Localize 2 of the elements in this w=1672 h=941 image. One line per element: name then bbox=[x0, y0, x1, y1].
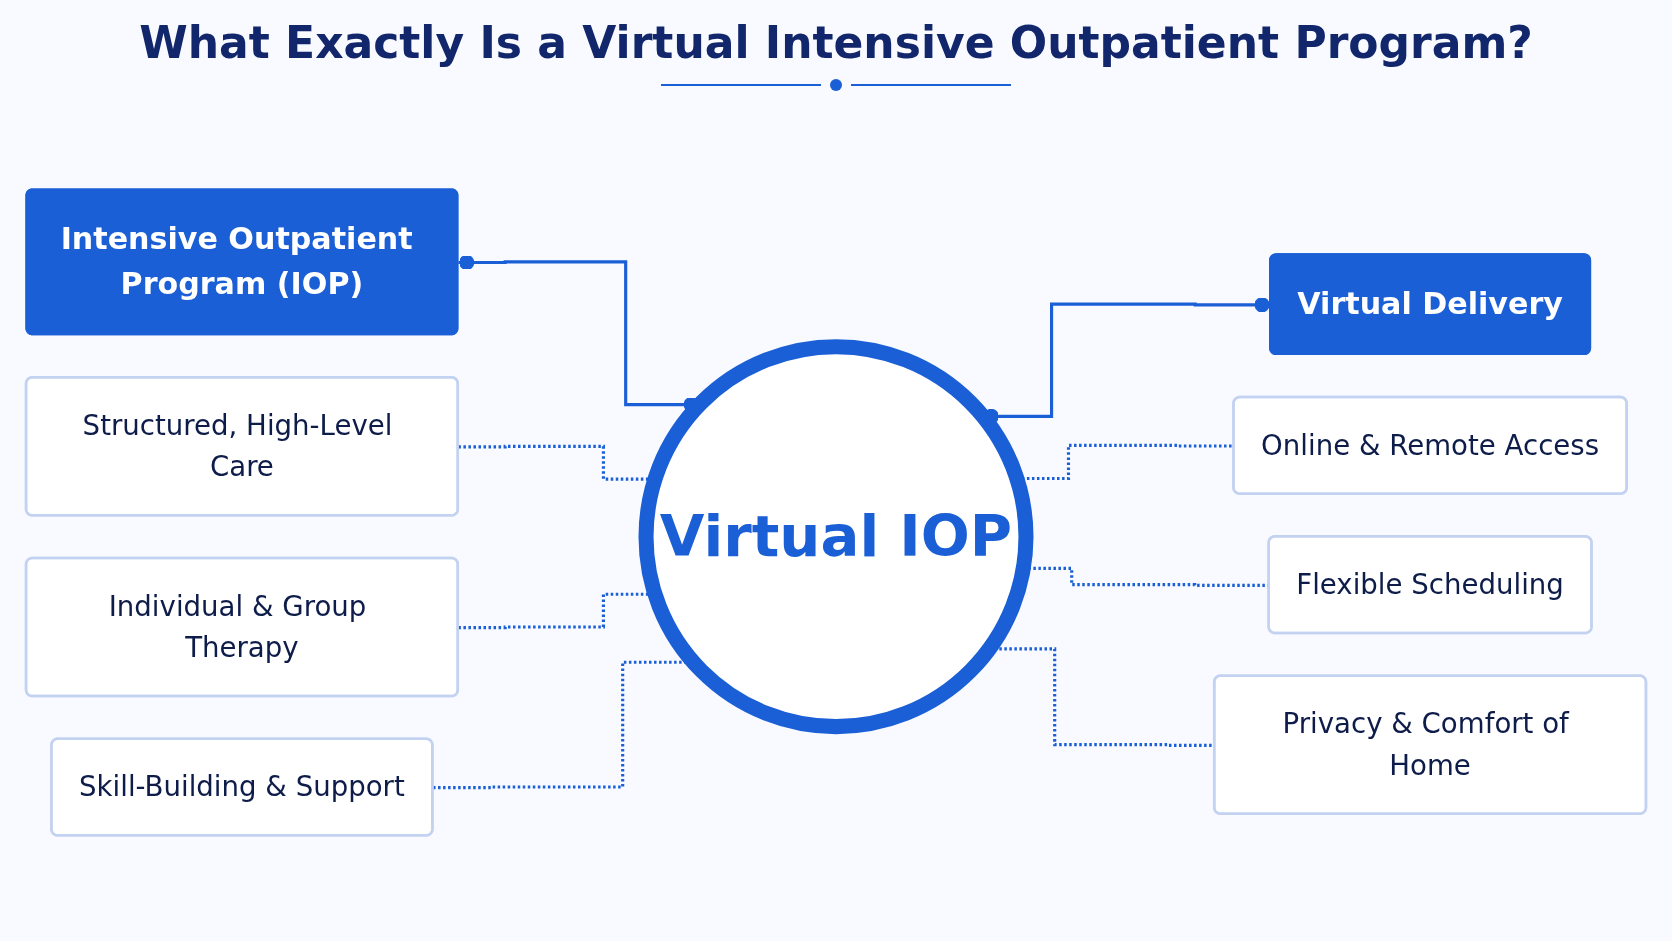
node-circle: Virtual IOP bbox=[638, 338, 1034, 734]
title: What Exactly Is a Virtual Intensive Outpatient Program? bbox=[139, 18, 1533, 69]
